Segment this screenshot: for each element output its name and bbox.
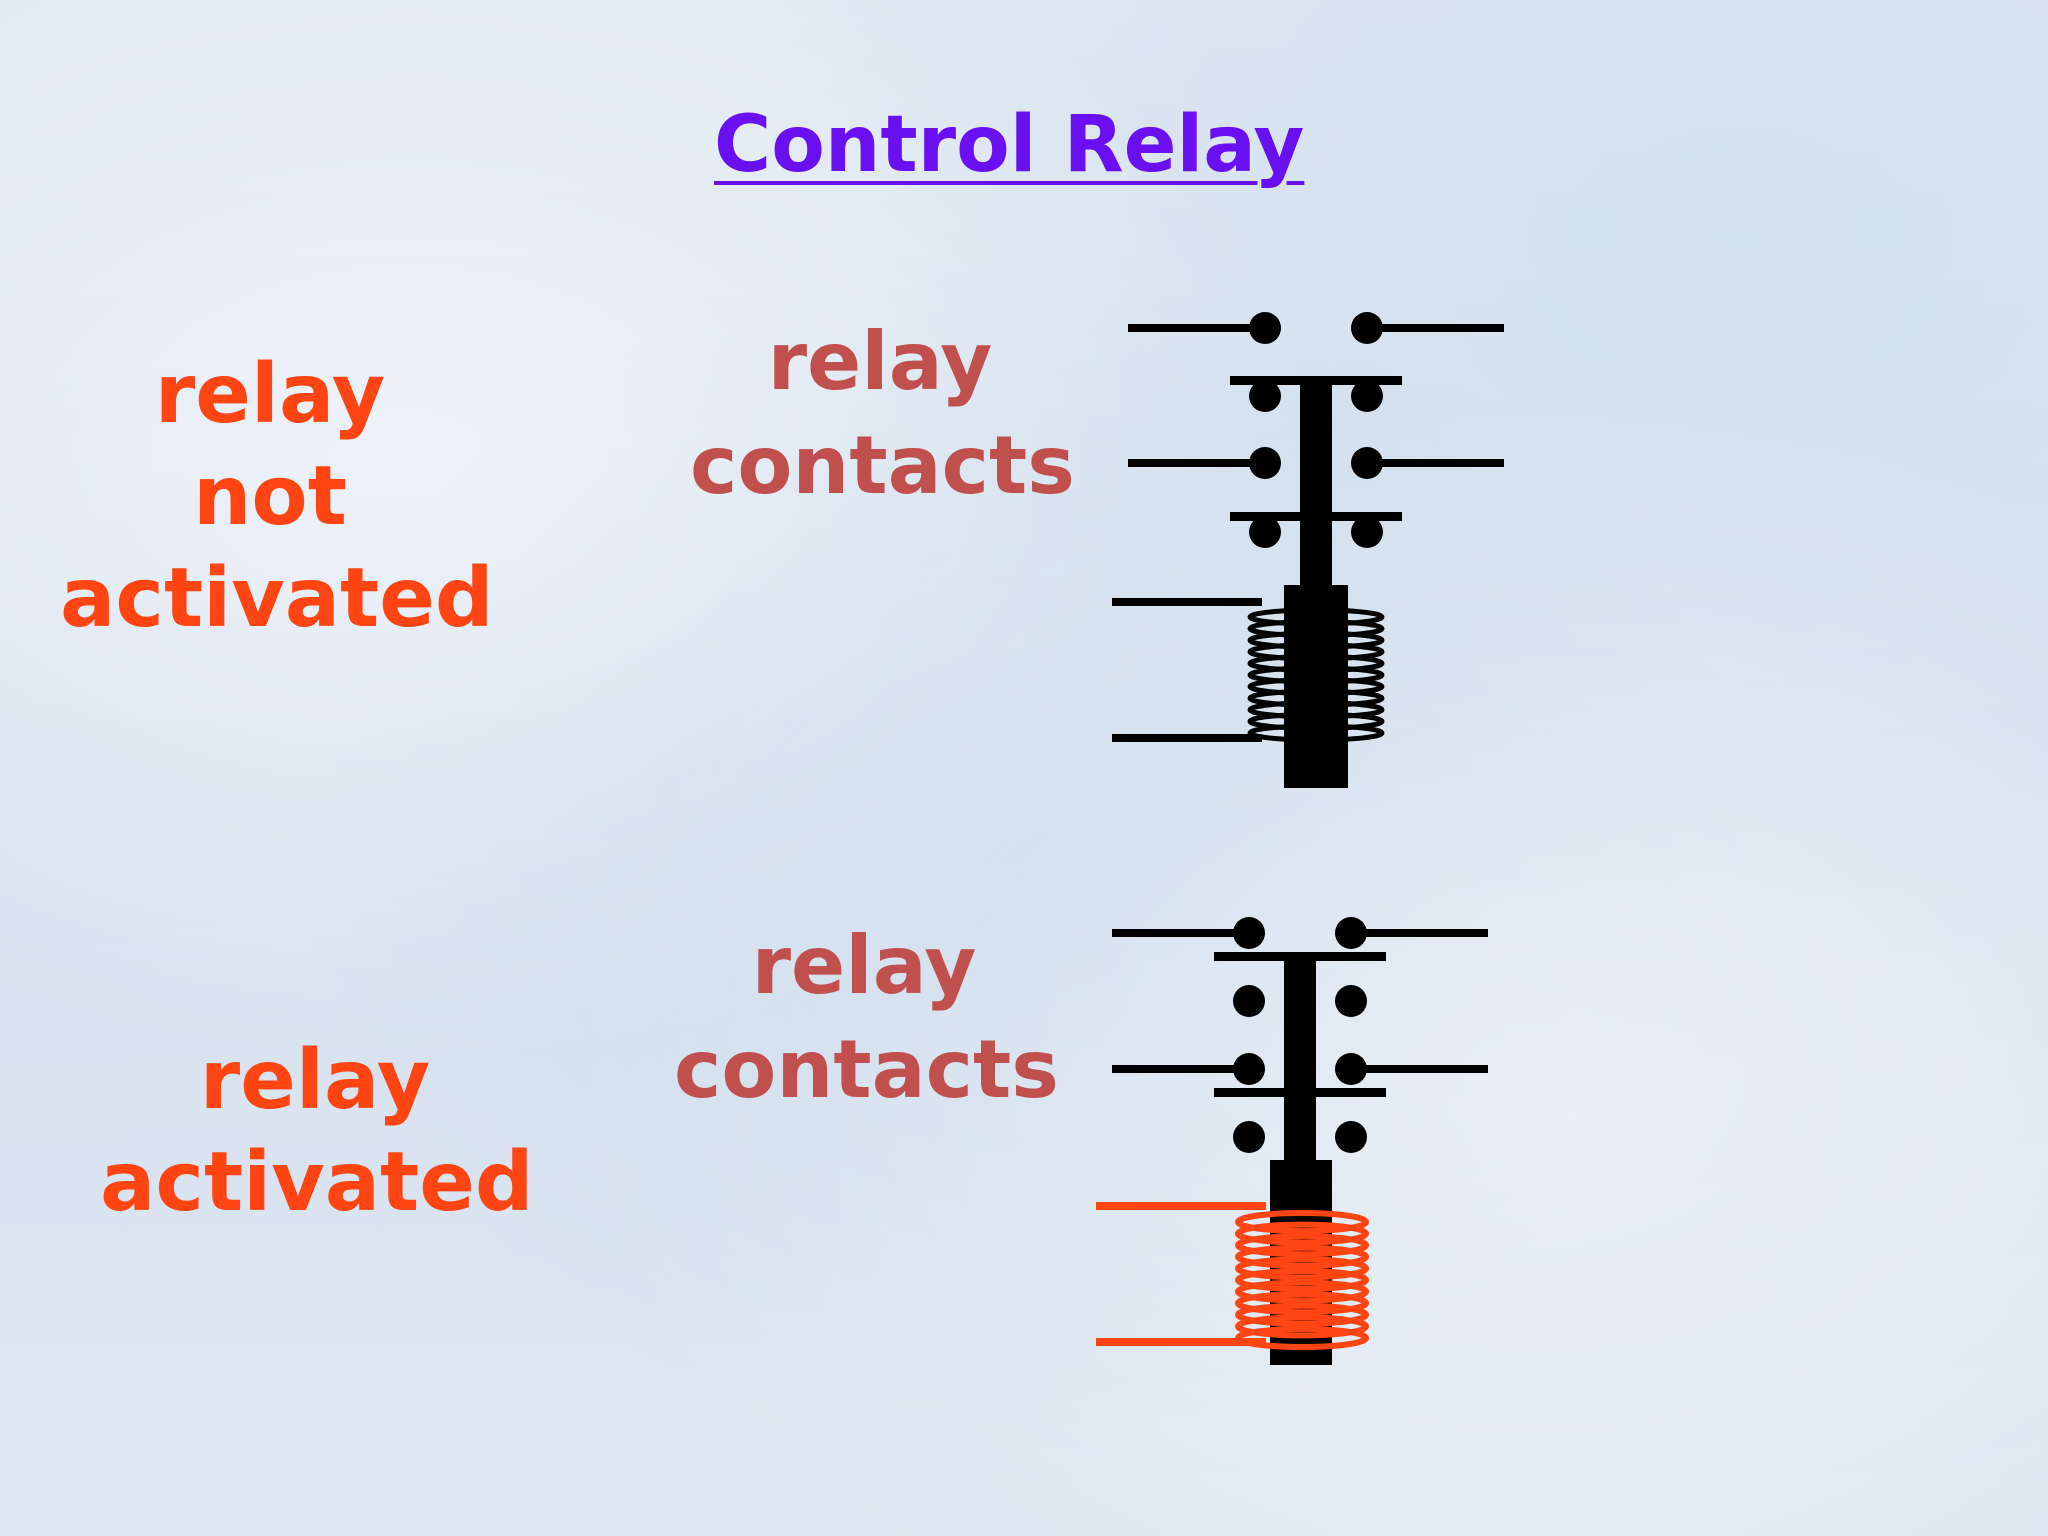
contact-point (1249, 312, 1281, 344)
contact-point (1233, 917, 1265, 949)
contact-point (1335, 1053, 1367, 1085)
contact-points (1249, 312, 1383, 548)
coil-turn (1235, 1302, 1369, 1327)
coil-turn (1235, 1210, 1369, 1234)
actuator-shaft (1300, 380, 1332, 590)
relay-not-activated-label: relay not activated (60, 344, 494, 650)
coil-turn (1235, 1268, 1369, 1292)
coil-turn (1235, 1256, 1369, 1281)
contact-point (1249, 516, 1281, 548)
terminal-lines (1112, 929, 1488, 1073)
contact-point (1351, 516, 1383, 548)
relay-activated-label: relay activated (100, 1030, 534, 1234)
label-line: contacts (674, 1023, 1059, 1116)
coil-turn (1235, 1233, 1369, 1258)
label-line: contacts (690, 419, 1075, 512)
contact-point (1233, 985, 1265, 1017)
coil-turn (1235, 1244, 1369, 1269)
plunger-core (1284, 585, 1348, 788)
slide-title: Control Relay (714, 100, 1305, 190)
label-line: relay (199, 1033, 431, 1128)
label-line: relay (751, 919, 977, 1012)
coil-turn (1235, 1314, 1369, 1339)
label-line: relay (154, 347, 386, 442)
coil-leads (1112, 598, 1262, 742)
contact-point (1351, 312, 1383, 344)
coil-windings (1235, 1210, 1369, 1350)
coil-turn (1247, 723, 1385, 743)
contact-point (1233, 1121, 1265, 1153)
contact-point (1249, 380, 1281, 412)
contact-point (1335, 917, 1367, 949)
actuator-shaft (1284, 955, 1316, 1165)
coil-turn (1235, 1279, 1369, 1304)
relay-contacts-label-bottom: relay contacts (674, 914, 1059, 1122)
terminal-lines (1128, 324, 1504, 467)
coil-turn (1235, 1221, 1369, 1246)
label-line: not (193, 449, 347, 544)
relay-diagram-not-activated (1112, 312, 1504, 788)
contact-point (1335, 1121, 1367, 1153)
relay-contacts-label-top: relay contacts (690, 310, 1075, 518)
contact-points (1233, 917, 1367, 1153)
coil-turn (1235, 1291, 1369, 1316)
label-line: relay (767, 315, 993, 408)
label-line: activated (100, 1135, 534, 1230)
contact-point (1249, 447, 1281, 479)
contact-point (1233, 1053, 1265, 1085)
label-line: activated (60, 551, 494, 646)
contact-point (1351, 380, 1383, 412)
contact-point (1351, 447, 1383, 479)
contact-point (1335, 985, 1367, 1017)
coil-turn (1235, 1326, 1369, 1350)
relay-diagram-activated (1096, 917, 1488, 1365)
coil-windings (1247, 607, 1385, 743)
